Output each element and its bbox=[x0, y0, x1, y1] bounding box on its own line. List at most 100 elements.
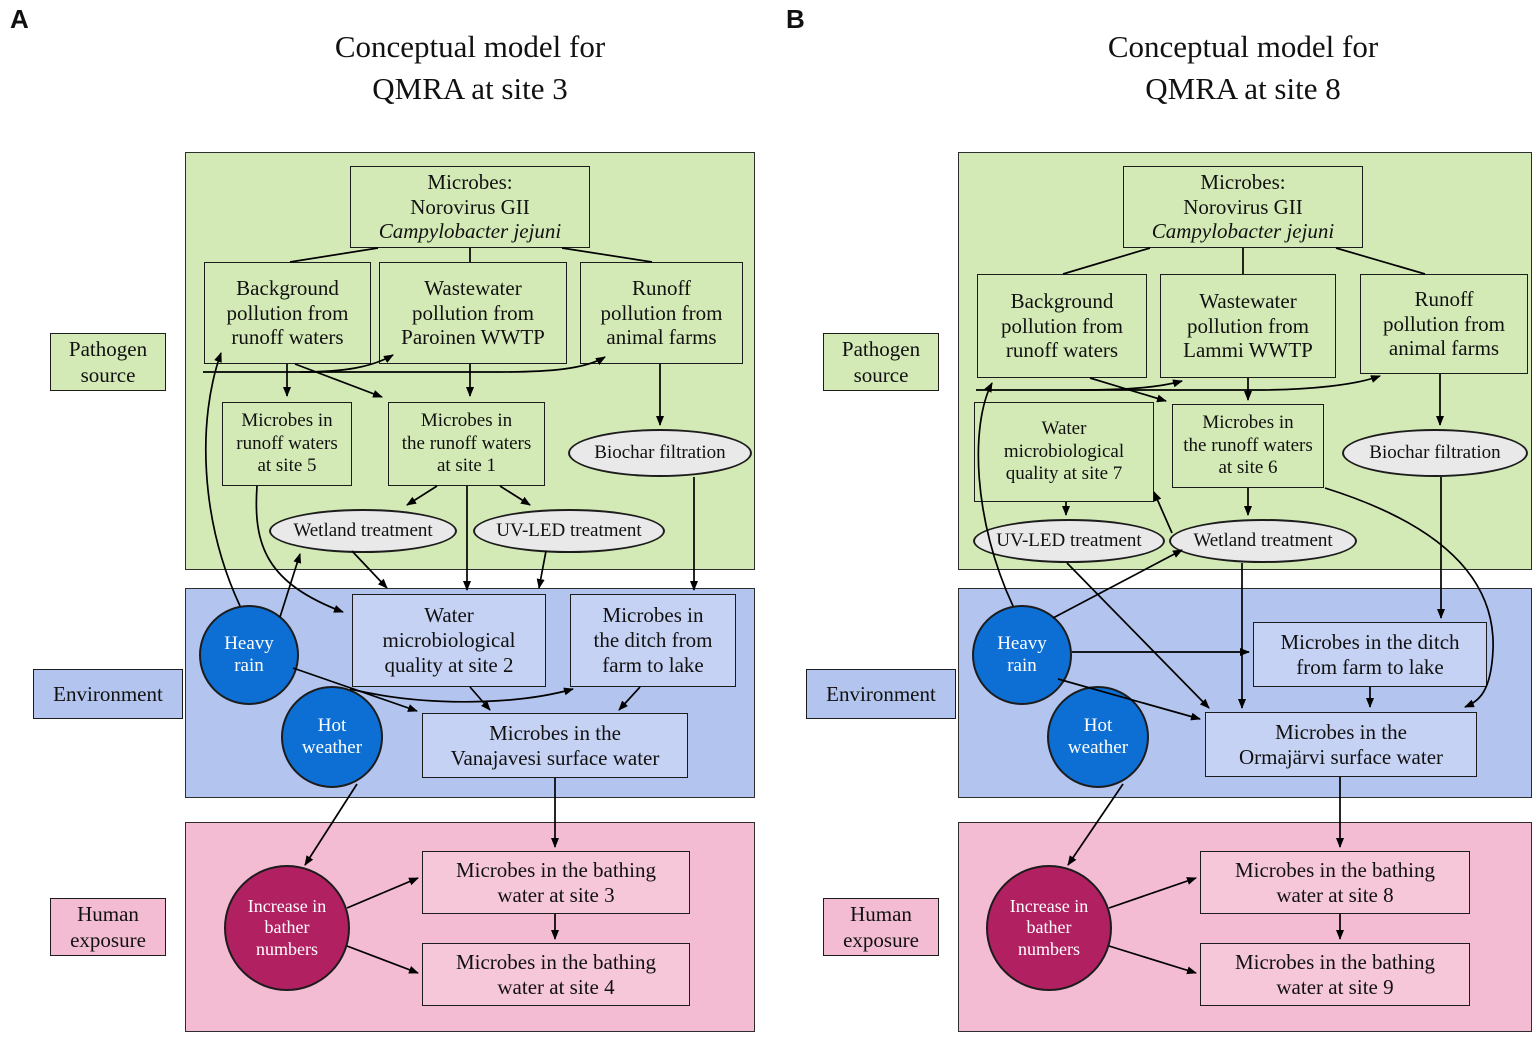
node-label-line: Increase in bbox=[247, 896, 327, 917]
node-label-line: at site 1 bbox=[436, 455, 497, 477]
node-label-line: Runoff bbox=[1414, 286, 1474, 311]
node-label-line: Paroinen WWTP bbox=[401, 325, 545, 350]
node-label-line: Microbes in bbox=[602, 603, 704, 628]
node-wetland: Wetland treatment bbox=[269, 509, 457, 553]
node-label-line: water at site 8 bbox=[1276, 882, 1394, 907]
node-label-line: pollution from bbox=[600, 300, 723, 325]
node-uvled: UV-LED treatment bbox=[473, 509, 665, 553]
node-label-line: Wetland treatment bbox=[1193, 529, 1333, 551]
node-label-line: animal farms bbox=[1388, 336, 1500, 361]
side-label-pathogen: Pathogen source bbox=[50, 333, 166, 391]
node-label-line: Water bbox=[424, 603, 474, 628]
side-label-human: Human exposure bbox=[823, 898, 939, 956]
node-label-line: Microbes in bbox=[420, 410, 513, 432]
node-label-line: Microbes in the ditch bbox=[1280, 629, 1460, 654]
node-label-line: Background bbox=[1010, 288, 1114, 313]
node-label-line: quality at site 2 bbox=[384, 652, 514, 677]
node-label-line: Biochar filtration bbox=[1369, 441, 1501, 463]
node-label-line: Microbes in the bathing bbox=[1234, 857, 1436, 882]
panel-letter-a: A bbox=[10, 4, 29, 34]
node-label-line: pollution from bbox=[412, 300, 534, 325]
node-label-line: animal farms bbox=[606, 325, 717, 350]
node-label-line: runoff waters bbox=[231, 325, 344, 350]
node-label-line: numbers bbox=[1018, 938, 1080, 959]
side-label-pathogen: Pathogen source bbox=[823, 333, 939, 391]
node-label-line: Campylobacter jejuni bbox=[1151, 219, 1335, 244]
node-label-line: bather bbox=[264, 917, 310, 938]
panel-title-line: Conceptual model for bbox=[334, 29, 606, 64]
node-label-line: Water bbox=[1041, 418, 1087, 440]
node-label-line: Hot bbox=[1083, 714, 1113, 736]
node-label-line: Microbes: bbox=[1200, 169, 1286, 194]
node-label-line: pollution from bbox=[1187, 313, 1309, 338]
node-label-line: the ditch from bbox=[593, 628, 713, 653]
node-label-line: Microbes in the bathing bbox=[1234, 949, 1436, 974]
node-label-line: Microbes in the bbox=[1275, 719, 1407, 744]
node-label-line: Norovirus GII bbox=[410, 194, 530, 219]
node-label-line: pollution from bbox=[1383, 311, 1505, 336]
node-label-line: rain bbox=[1007, 655, 1037, 676]
node-label-line: microbiological bbox=[1003, 440, 1125, 462]
node-label-line: bather bbox=[1026, 917, 1072, 938]
node-label-line: Hot bbox=[317, 714, 347, 736]
node-label-line: water at site 9 bbox=[1276, 974, 1394, 999]
node-label-line: pollution from bbox=[1001, 313, 1123, 338]
node-label-line: runoff waters bbox=[1005, 338, 1119, 363]
node-label-line: water at site 4 bbox=[497, 974, 615, 999]
panel-title-line: QMRA at site 8 bbox=[1145, 70, 1341, 106]
node-label-line: Campylobacter jejuni bbox=[378, 219, 562, 244]
side-label-environment: Environment bbox=[806, 669, 956, 719]
node-label-line: from farm to lake bbox=[1296, 654, 1444, 679]
node-biochar: Biochar filtration bbox=[1342, 429, 1528, 477]
panel-letter-b: B bbox=[786, 4, 805, 34]
panel-title-line: QMRA at site 3 bbox=[372, 70, 568, 106]
node-wetland: Wetland treatment bbox=[1169, 519, 1357, 563]
node-label-line: numbers bbox=[256, 938, 318, 959]
node-label-line: UV-LED treatment bbox=[996, 529, 1142, 551]
node-label-line: at site 5 bbox=[257, 455, 317, 477]
node-label-line: rain bbox=[234, 655, 264, 676]
node-label-line: Wastewater bbox=[424, 275, 522, 300]
node-label-line: Biochar filtration bbox=[594, 441, 726, 463]
node-label-line: Heavy bbox=[997, 632, 1047, 654]
node-label-line: farm to lake bbox=[602, 652, 704, 677]
node-label-line: quality at site 7 bbox=[1005, 463, 1123, 485]
node-label-line: Microbes in bbox=[1202, 412, 1294, 434]
node-label-line: pollution from bbox=[226, 300, 349, 325]
node-label-line: water at site 3 bbox=[497, 882, 615, 907]
node-biochar: Biochar filtration bbox=[568, 429, 752, 477]
node-label-line: Microbes in the bathing bbox=[455, 949, 657, 974]
node-label-line: the runoff waters bbox=[1183, 434, 1313, 456]
node-label-line: Vanajavesi surface water bbox=[450, 745, 660, 770]
node-label-line: Background bbox=[236, 275, 339, 300]
node-label-line: Wetland treatment bbox=[293, 519, 433, 541]
node-label-line: Increase in bbox=[1009, 896, 1089, 917]
node-label-line: at site 6 bbox=[1218, 457, 1278, 479]
node-label-line: Microbes in the bathing bbox=[455, 857, 657, 882]
node-label-line: the runoff waters bbox=[401, 432, 532, 454]
